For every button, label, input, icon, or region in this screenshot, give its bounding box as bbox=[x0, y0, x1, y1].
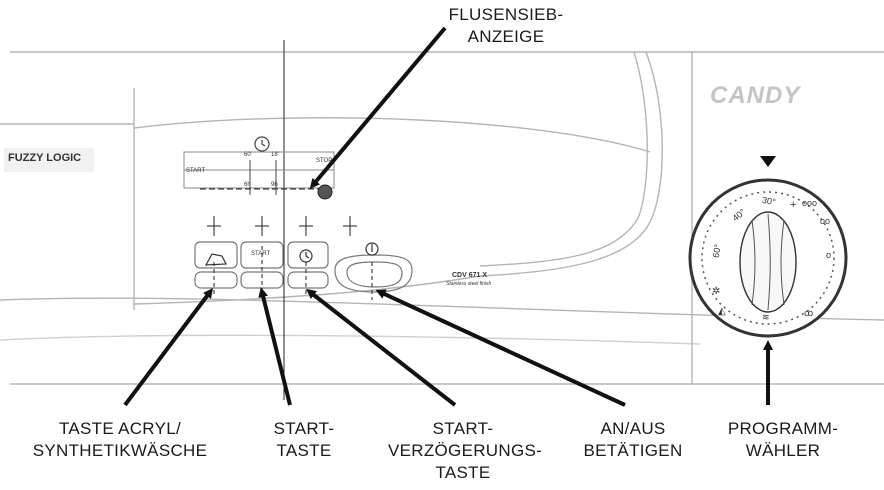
dial-marker-icon bbox=[760, 156, 776, 167]
callout-acrylic-line2: SYNTHETIKWÄSCHE bbox=[32, 441, 208, 460]
crosshair-marks bbox=[207, 216, 373, 300]
button-row bbox=[194, 241, 413, 293]
acrylic-icon bbox=[204, 253, 227, 266]
start-key-label: START bbox=[251, 251, 271, 257]
callout-start-line1: START- bbox=[273, 419, 335, 438]
svg-text:✲: ✲ bbox=[712, 286, 720, 297]
callout-lint-filter-line2: ANZEIGE bbox=[467, 27, 545, 46]
callout-delay-line1: START- bbox=[432, 419, 494, 438]
svg-text:≋: ≋ bbox=[762, 312, 770, 322]
svg-text:oo: oo bbox=[820, 216, 830, 226]
delay-label-9h: 9h bbox=[271, 182, 278, 188]
svg-text:ooo: ooo bbox=[802, 198, 817, 208]
fuzzy-logic-badge bbox=[4, 148, 94, 172]
power-icon bbox=[365, 242, 379, 256]
callout-delay-line2: VERZÖGERUNGS- bbox=[388, 441, 543, 460]
callout-delay-button: START- VERZÖGERUNGS- TASTE bbox=[388, 418, 543, 484]
model-sublabel: Stainless steel finish bbox=[446, 281, 492, 287]
leader-acrylic-button bbox=[123, 288, 214, 407]
callout-on-off-line1: AN/AUS bbox=[600, 419, 666, 438]
callout-program-line2: WÄHLER bbox=[745, 441, 821, 460]
brand-logo: CANDY bbox=[710, 82, 801, 109]
delay-label-18: 18' bbox=[271, 152, 279, 158]
callout-on-off-line2: BETÄTIGEN bbox=[583, 441, 683, 460]
delay-label-6h: 6h bbox=[244, 182, 251, 188]
callout-start-button: START- TASTE bbox=[264, 418, 344, 462]
callout-on-off: AN/AUS BETÄTIGEN bbox=[578, 418, 688, 462]
callout-lint-filter-line1: FLUSENSIEB- bbox=[448, 5, 564, 24]
svg-text:◭: ◭ bbox=[718, 306, 726, 317]
svg-text:o: o bbox=[826, 250, 831, 260]
leader-lines bbox=[123, 26, 773, 407]
model-label: CDV 671 X bbox=[452, 272, 488, 279]
leader-lint-filter bbox=[309, 26, 447, 189]
callout-program-selector: PROGRAMM- WÄHLER bbox=[718, 418, 848, 462]
delay-label-stop: STOP bbox=[316, 158, 333, 164]
delay-label-60: 60' bbox=[244, 152, 252, 158]
program-dial: + ooo oo o ꝏ ≋ ✲ ◭ bbox=[688, 156, 848, 338]
callout-start-line2: TASTE bbox=[276, 441, 332, 460]
delay-indicator-strip bbox=[183, 151, 335, 195]
callout-program-line1: PROGRAMM- bbox=[727, 419, 839, 438]
callout-acrylic-line1: TASTE ACRYL/ bbox=[58, 419, 181, 438]
callout-acrylic-button: TASTE ACRYL/ SYNTHETIKWÄSCHE bbox=[20, 418, 220, 462]
leader-start-button bbox=[258, 287, 292, 406]
dial-label-30: 30° bbox=[761, 194, 777, 208]
strip-start-label: START bbox=[186, 168, 206, 174]
svg-text:+: + bbox=[790, 199, 796, 211]
svg-text:ꝏ: ꝏ bbox=[804, 308, 813, 318]
leader-delay-button bbox=[306, 288, 457, 407]
callout-lint-filter: FLUSENSIEB- ANZEIGE bbox=[446, 4, 566, 48]
callout-delay-line3: TASTE bbox=[435, 463, 491, 482]
delay-icon bbox=[299, 249, 313, 263]
lint-filter-indicator bbox=[317, 184, 333, 200]
clock-icon bbox=[254, 136, 270, 152]
leader-on-off bbox=[375, 289, 626, 407]
fuzzy-logic-label: FUZZY LOGIC bbox=[8, 152, 82, 164]
